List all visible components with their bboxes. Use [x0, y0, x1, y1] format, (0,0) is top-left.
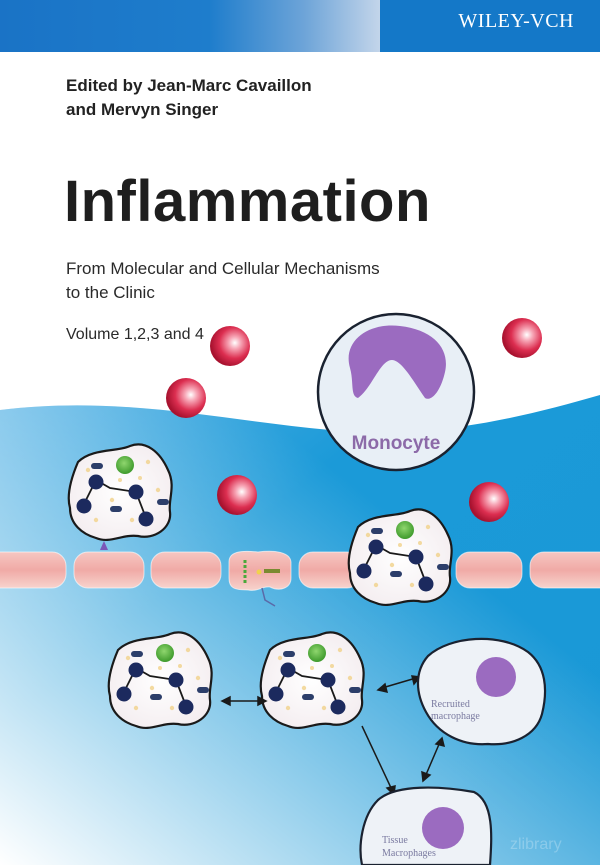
volume-info: Volume 1,2,3 and 4	[66, 326, 204, 343]
book-subtitle: From Molecular and Cellular Mechanisms t…	[66, 257, 380, 305]
recruited-macrophage-cell: Recruited macrophage	[416, 637, 547, 746]
publisher-band: WILEY-VCH	[0, 0, 600, 52]
subtitle-line-2: to the Clinic	[66, 283, 155, 302]
tissue-macrophage-cell: Tissue Macrophages	[359, 786, 493, 865]
band-gradient	[0, 0, 380, 52]
tissue-label-1: Tissue	[382, 835, 408, 846]
recruited-label-1: Recruited	[431, 699, 470, 710]
publisher-logo: WILEY-VCH	[458, 10, 574, 32]
recruited-label-2: macrophage	[431, 711, 480, 722]
tissue-label-2: Macrophages	[382, 848, 436, 859]
book-title: Inflammation	[64, 169, 431, 234]
monocyte-cell: Monocyte	[316, 312, 476, 472]
monocyte-label: Monocyte	[352, 433, 441, 454]
watermark: zlibrary	[510, 836, 562, 853]
editors-line-1: Edited by Jean-Marc Cavaillon	[66, 76, 312, 95]
activated-cell	[67, 443, 173, 542]
editors: Edited by Jean-Marc Cavaillon and Mervyn…	[66, 74, 312, 122]
band-solid	[380, 0, 600, 52]
editors-line-2: and Mervyn Singer	[66, 100, 219, 119]
endothelium	[0, 541, 600, 607]
subtitle-line-1: From Molecular and Cellular Mechanisms	[66, 259, 380, 278]
